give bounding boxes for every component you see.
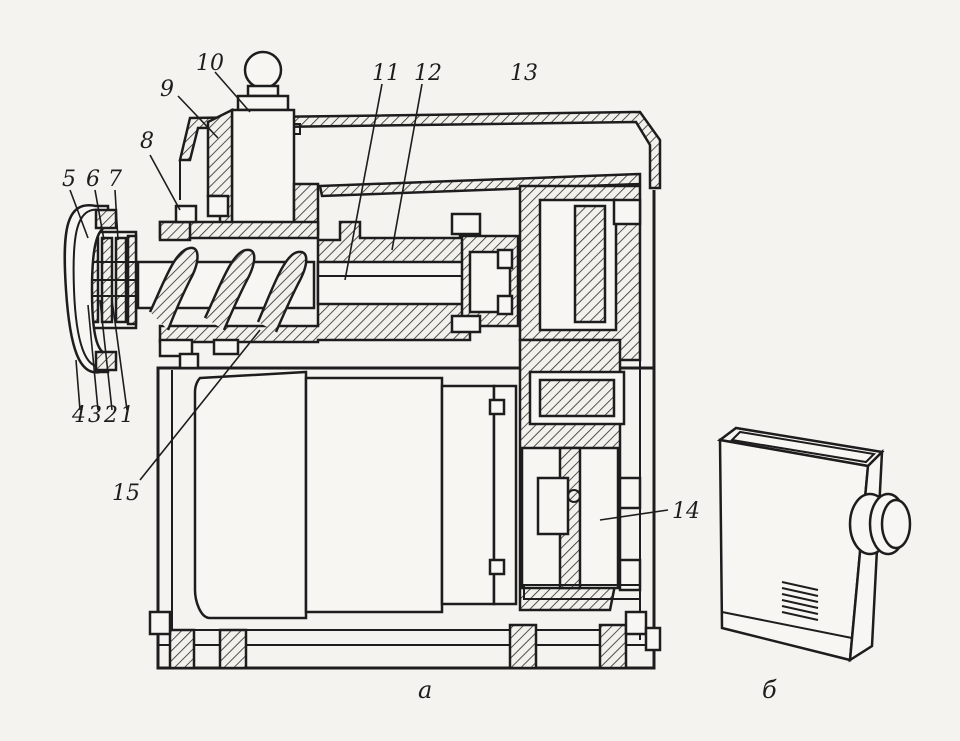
callout-13: 13	[510, 61, 538, 86]
callout-labels: 1 2 3 4 5 6 7 8 9 10 11 12 13 14 15	[62, 51, 700, 524]
sectional-view-a: 1 2 3 4 5 6 7 8 9 10 11 12 13 14 15 а	[62, 50, 700, 704]
callout-7: 7	[108, 167, 122, 192]
caption-b: б	[762, 676, 777, 704]
gearbox	[518, 184, 642, 612]
callout-9: 9	[160, 77, 174, 102]
external-view-b: б	[716, 426, 912, 704]
callout-14: 14	[672, 499, 700, 524]
outlet-head	[848, 492, 912, 556]
callout-2: 2	[103, 403, 118, 428]
housing-frame	[148, 190, 662, 670]
coupling	[450, 212, 520, 334]
food-pusher	[230, 50, 301, 236]
callout-8: 8	[140, 129, 154, 154]
callout-1: 1	[120, 403, 134, 428]
electric-motor	[193, 370, 518, 620]
vent-slots	[781, 581, 819, 621]
callout-15: 15	[112, 481, 140, 506]
auger-screw	[136, 246, 316, 333]
callout-10: 10	[196, 51, 224, 76]
caption-a: а	[418, 676, 432, 704]
callout-6: 6	[86, 167, 100, 192]
callout-5: 5	[62, 167, 76, 192]
callout-3: 3	[88, 403, 102, 428]
callout-12: 12	[414, 61, 442, 86]
callout-4: 4	[71, 403, 86, 428]
callout-11: 11	[372, 61, 400, 86]
leader-lines	[69, 71, 669, 521]
